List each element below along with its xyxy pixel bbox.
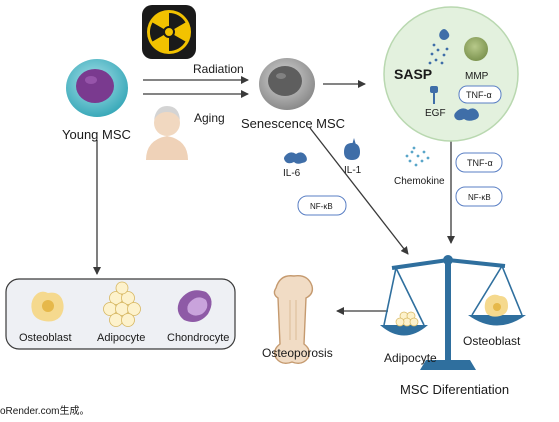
senescence-msc-label: Senescence MSC (241, 116, 345, 131)
osteoblast-bottom-label: Osteoblast (19, 332, 72, 344)
osteoblast-cell-icon (31, 291, 64, 322)
sasp-panel (383, 6, 519, 142)
tnf-alpha-mid-label: TNF-α (467, 158, 493, 168)
egf-label: EGF (425, 108, 446, 119)
young-msc-label: Young MSC (62, 127, 131, 142)
aging-label: Aging (194, 111, 225, 125)
sasp-label: SASP (394, 66, 432, 82)
radiation-icon (142, 5, 196, 59)
adipocyte-cell-icon (103, 281, 141, 327)
mmp-icon (464, 37, 488, 61)
sasp-dots (428, 43, 449, 65)
msc-differentiation-label: MSC Diferentiation (400, 382, 509, 397)
nfkb-mid-label: NF-κB (468, 193, 491, 202)
nfkb-left-pill (297, 195, 347, 216)
chemokine-label: Chemokine (394, 176, 445, 187)
osteoblast-scale-label: Osteoblast (463, 334, 521, 348)
scale-adipocyte-icon (395, 311, 419, 327)
balance-scale-icon (380, 255, 526, 370)
sasp-tnf-pill (458, 85, 502, 104)
scale-osteoblast-icon (484, 294, 508, 317)
bone-icon (273, 275, 314, 365)
il6-icon (284, 152, 307, 164)
nfkb-mid-pill (455, 186, 503, 207)
adipocyte-bottom-label: Adipocyte (97, 332, 145, 344)
il6-label: IL-6 (283, 168, 301, 179)
young-msc-cell-icon (66, 59, 128, 117)
aging-person-icon (146, 106, 188, 160)
chondrocyte-label: Chondrocyte (167, 332, 229, 344)
footer-watermark: oRender.com生成。 (0, 404, 89, 417)
sasp-blob-icon (454, 108, 479, 121)
mmp-label: MMP (465, 71, 489, 82)
sasp-tnf-alpha-label: TNF-α (466, 90, 492, 100)
adipocyte-scale-label: Adipocyte (384, 351, 437, 365)
arrow-senescence-to-scale (309, 127, 409, 255)
il1-icon (344, 138, 360, 160)
il1-label: IL-1 (344, 165, 362, 176)
chemokine-dots (405, 146, 430, 167)
tnf-mid-pill (455, 152, 503, 173)
nfkb-left-label: NF-κB (310, 202, 333, 211)
osteoporosis-label: Osteoporosis (262, 346, 333, 360)
chondrocyte-cell-icon (177, 290, 212, 322)
egf-receptor-icon (430, 86, 438, 104)
radiation-label: Radiation (193, 62, 244, 76)
senescent-cell-icon (259, 58, 315, 110)
sasp-protein-icon (439, 29, 450, 40)
